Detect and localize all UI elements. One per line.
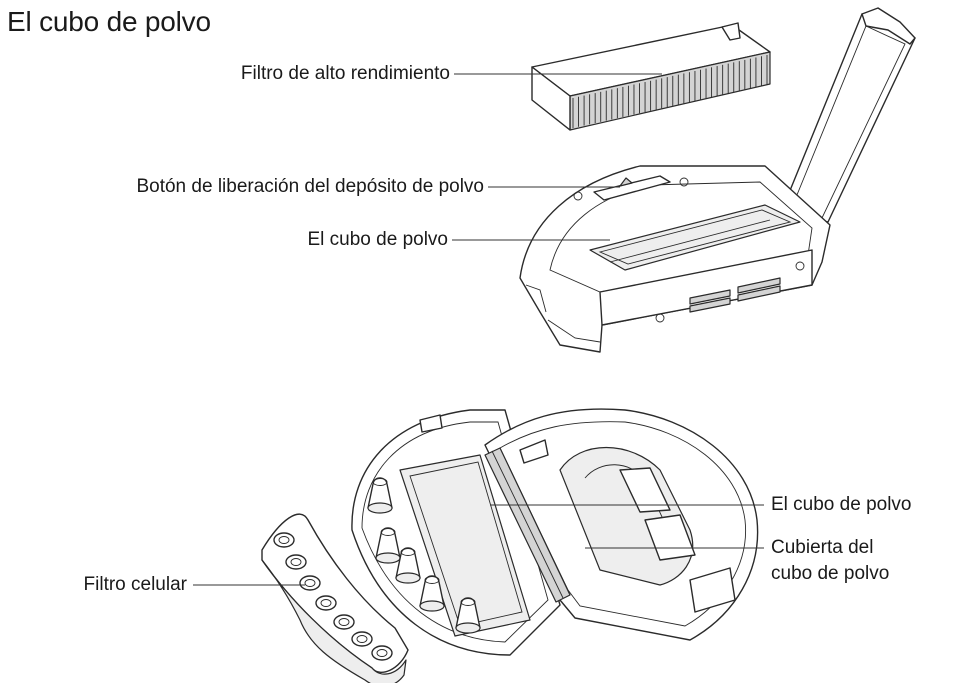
dust-bin-top-drawing <box>519 7 916 353</box>
dust-bin-bottom-drawing <box>351 408 759 656</box>
label-cover-line1: Cubierta del <box>771 537 874 558</box>
high-performance-filter-drawing <box>531 22 771 131</box>
cyclone-cone-top <box>424 576 440 584</box>
cell-filter-hole <box>315 595 337 611</box>
cell-filter-drawing <box>261 513 409 683</box>
cell-filter-hole <box>371 645 393 661</box>
cyclone-cone-base <box>455 622 481 634</box>
cell-filter-hole <box>273 532 295 548</box>
cyclone-cone-base <box>419 600 445 612</box>
cell-filter-hole-inner <box>338 618 350 626</box>
cyclone-cone-top <box>460 598 476 606</box>
cyclone-cone-top <box>400 548 416 556</box>
cyclone-cone-top <box>372 478 388 486</box>
cell-filter-hole-inner <box>376 649 388 657</box>
cyclone-cone-base <box>367 502 393 514</box>
cyclone-cone-base <box>375 552 401 564</box>
cell-filter-hole-inner <box>304 579 316 587</box>
cell-filter-hole <box>285 554 307 570</box>
page-title: El cubo de polvo <box>7 6 211 37</box>
cell-filter-hole-inner <box>278 536 290 544</box>
label-release-button: Botón de liberación del depósito de polv… <box>136 176 484 197</box>
label-dust-bin-bottom: El cubo de polvo <box>771 494 912 515</box>
cell-filter-hole-inner <box>356 635 368 643</box>
cyclone-cone-base <box>395 572 421 584</box>
cell-filter-hole-inner <box>290 558 302 566</box>
cell-filter-hole <box>351 631 373 647</box>
cell-filter-hole <box>299 575 321 591</box>
leader-lines <box>193 73 764 586</box>
label-cell-filter: Filtro celular <box>83 574 187 595</box>
cell-filter-hole-inner <box>320 599 332 607</box>
label-filter-high-performance: Filtro de alto rendimiento <box>240 63 450 84</box>
label-cover-line2: cubo de polvo <box>771 563 890 584</box>
label-dust-bin-top: El cubo de polvo <box>307 229 449 250</box>
cell-filter-hole <box>333 614 355 630</box>
cyclone-cone-top <box>380 528 396 536</box>
